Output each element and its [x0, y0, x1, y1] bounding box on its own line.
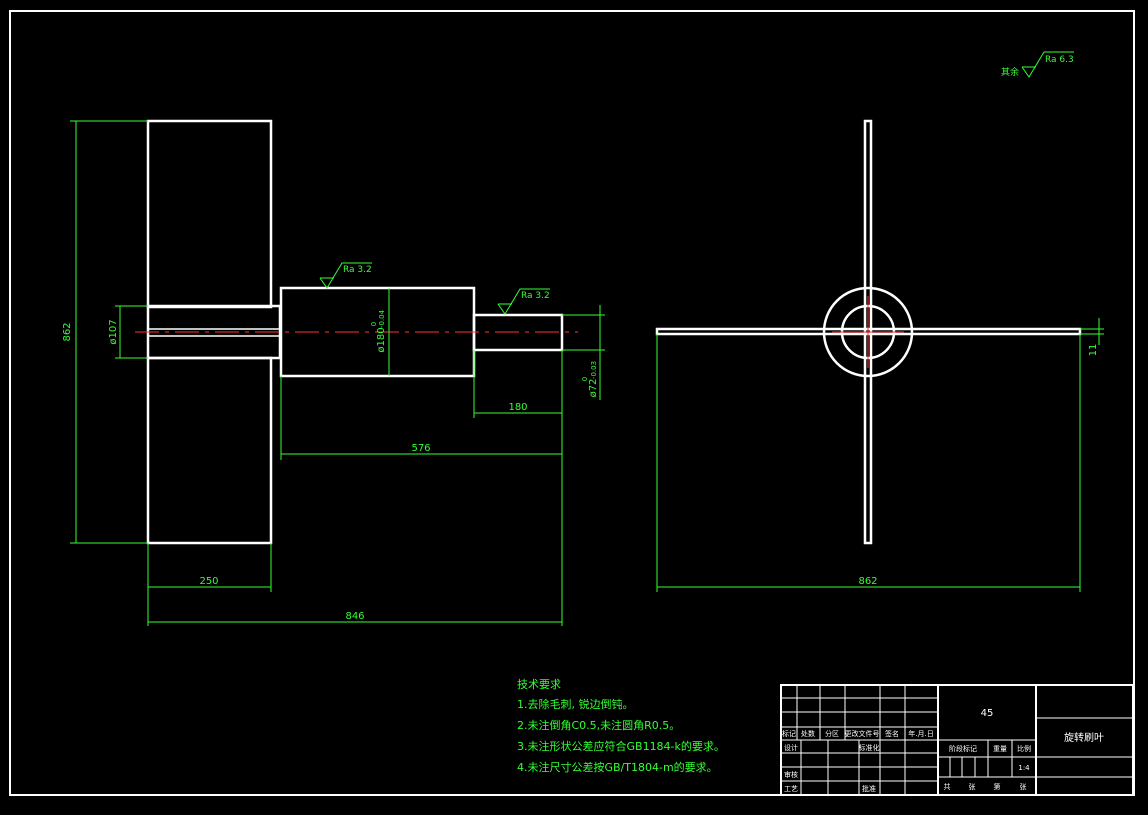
- sheet-border: [9, 10, 1135, 796]
- dim-blade-width: 250: [199, 576, 218, 587]
- dim-side-span: 862: [858, 576, 877, 587]
- dim-shaft-length: 180: [508, 402, 527, 413]
- tb-stage-label: 阶段标记: [949, 744, 977, 753]
- notes-item-1: 1.去除毛刺, 锐边倒钝。: [517, 697, 634, 711]
- dim-hub-tol-lower: -0.04: [378, 309, 386, 328]
- tb-part-name: 旋转刷叶: [1064, 731, 1104, 744]
- hub-outer-circle: [822, 286, 914, 378]
- tb-scale-value: 1:4: [1018, 764, 1030, 772]
- dim-shaft-tol-upper: 0: [581, 377, 589, 381]
- roughness-general-symbol: [1021, 51, 1074, 78]
- title-block: [780, 684, 1134, 796]
- tb-sign-standard: 标准化: [859, 743, 880, 752]
- tb-rev-header-6: 年.月.日: [908, 729, 933, 738]
- tb-sign-design: 设计: [784, 743, 798, 752]
- notes-item-4: 4.未注尺寸公差按GB/T1804-m的要求。: [517, 760, 718, 774]
- tb-weight-label: 重量: [993, 745, 1007, 753]
- side-dimensions: [656, 318, 1104, 592]
- dim-shaft-tol-lower: -0.03: [590, 361, 598, 379]
- tb-rev-header-1: 标记: [782, 729, 796, 738]
- dim-blade-thickness: 11: [1088, 344, 1099, 357]
- blade-lower: [146, 356, 273, 545]
- dim-overall-height: 862: [62, 322, 73, 341]
- tb-rev-header-5: 签名: [885, 729, 899, 738]
- tb-sign-review: 审核: [784, 770, 798, 779]
- dim-hub-dia: ø180: [376, 327, 387, 352]
- tb-rev-header-2: 处数: [801, 729, 815, 738]
- dim-bore-dia: ø107: [108, 319, 119, 344]
- tb-sign-approve: 批准: [862, 784, 876, 793]
- tb-scale-label: 比例: [1017, 744, 1031, 753]
- tb-sheet-3: 第: [994, 782, 1001, 791]
- front-dimensions: [70, 120, 605, 626]
- roughness-hub-label: Ra 3.2: [343, 265, 372, 275]
- tb-sign-process: 工艺: [784, 785, 798, 793]
- roughness-general-prefix: 其余: [1001, 66, 1019, 78]
- tb-sheet-4: 张: [1020, 782, 1027, 791]
- dim-overall-length: 846: [345, 611, 364, 622]
- tb-rev-header-4: 更改文件号: [845, 729, 880, 738]
- tb-sheet-1: 共: [944, 782, 951, 791]
- side-centerlines: [832, 296, 904, 368]
- tb-sheet-2: 张: [969, 782, 976, 791]
- roughness-shaft-symbol: [497, 288, 550, 315]
- roughness-general-label: Ra 6.3: [1045, 55, 1074, 65]
- dim-shaft-dia: ø72: [588, 379, 599, 398]
- tb-material: 45: [981, 708, 994, 719]
- notes-item-3: 3.未注形状公差应符合GB1184-k的要求。: [517, 739, 725, 753]
- roughness-shaft-label: Ra 3.2: [521, 291, 550, 301]
- roughness-hub-symbol: [319, 262, 372, 289]
- notes-title: 技术要求: [517, 678, 561, 691]
- dim-hub-tol-upper: 0: [370, 322, 378, 326]
- tb-rev-header-3: 分区: [825, 729, 839, 738]
- dim-hub-to-end: 576: [411, 443, 430, 454]
- blade-upper: [146, 119, 273, 309]
- notes-item-2: 2.未注倒角C0.5,未注圆角R0.5。: [517, 718, 680, 732]
